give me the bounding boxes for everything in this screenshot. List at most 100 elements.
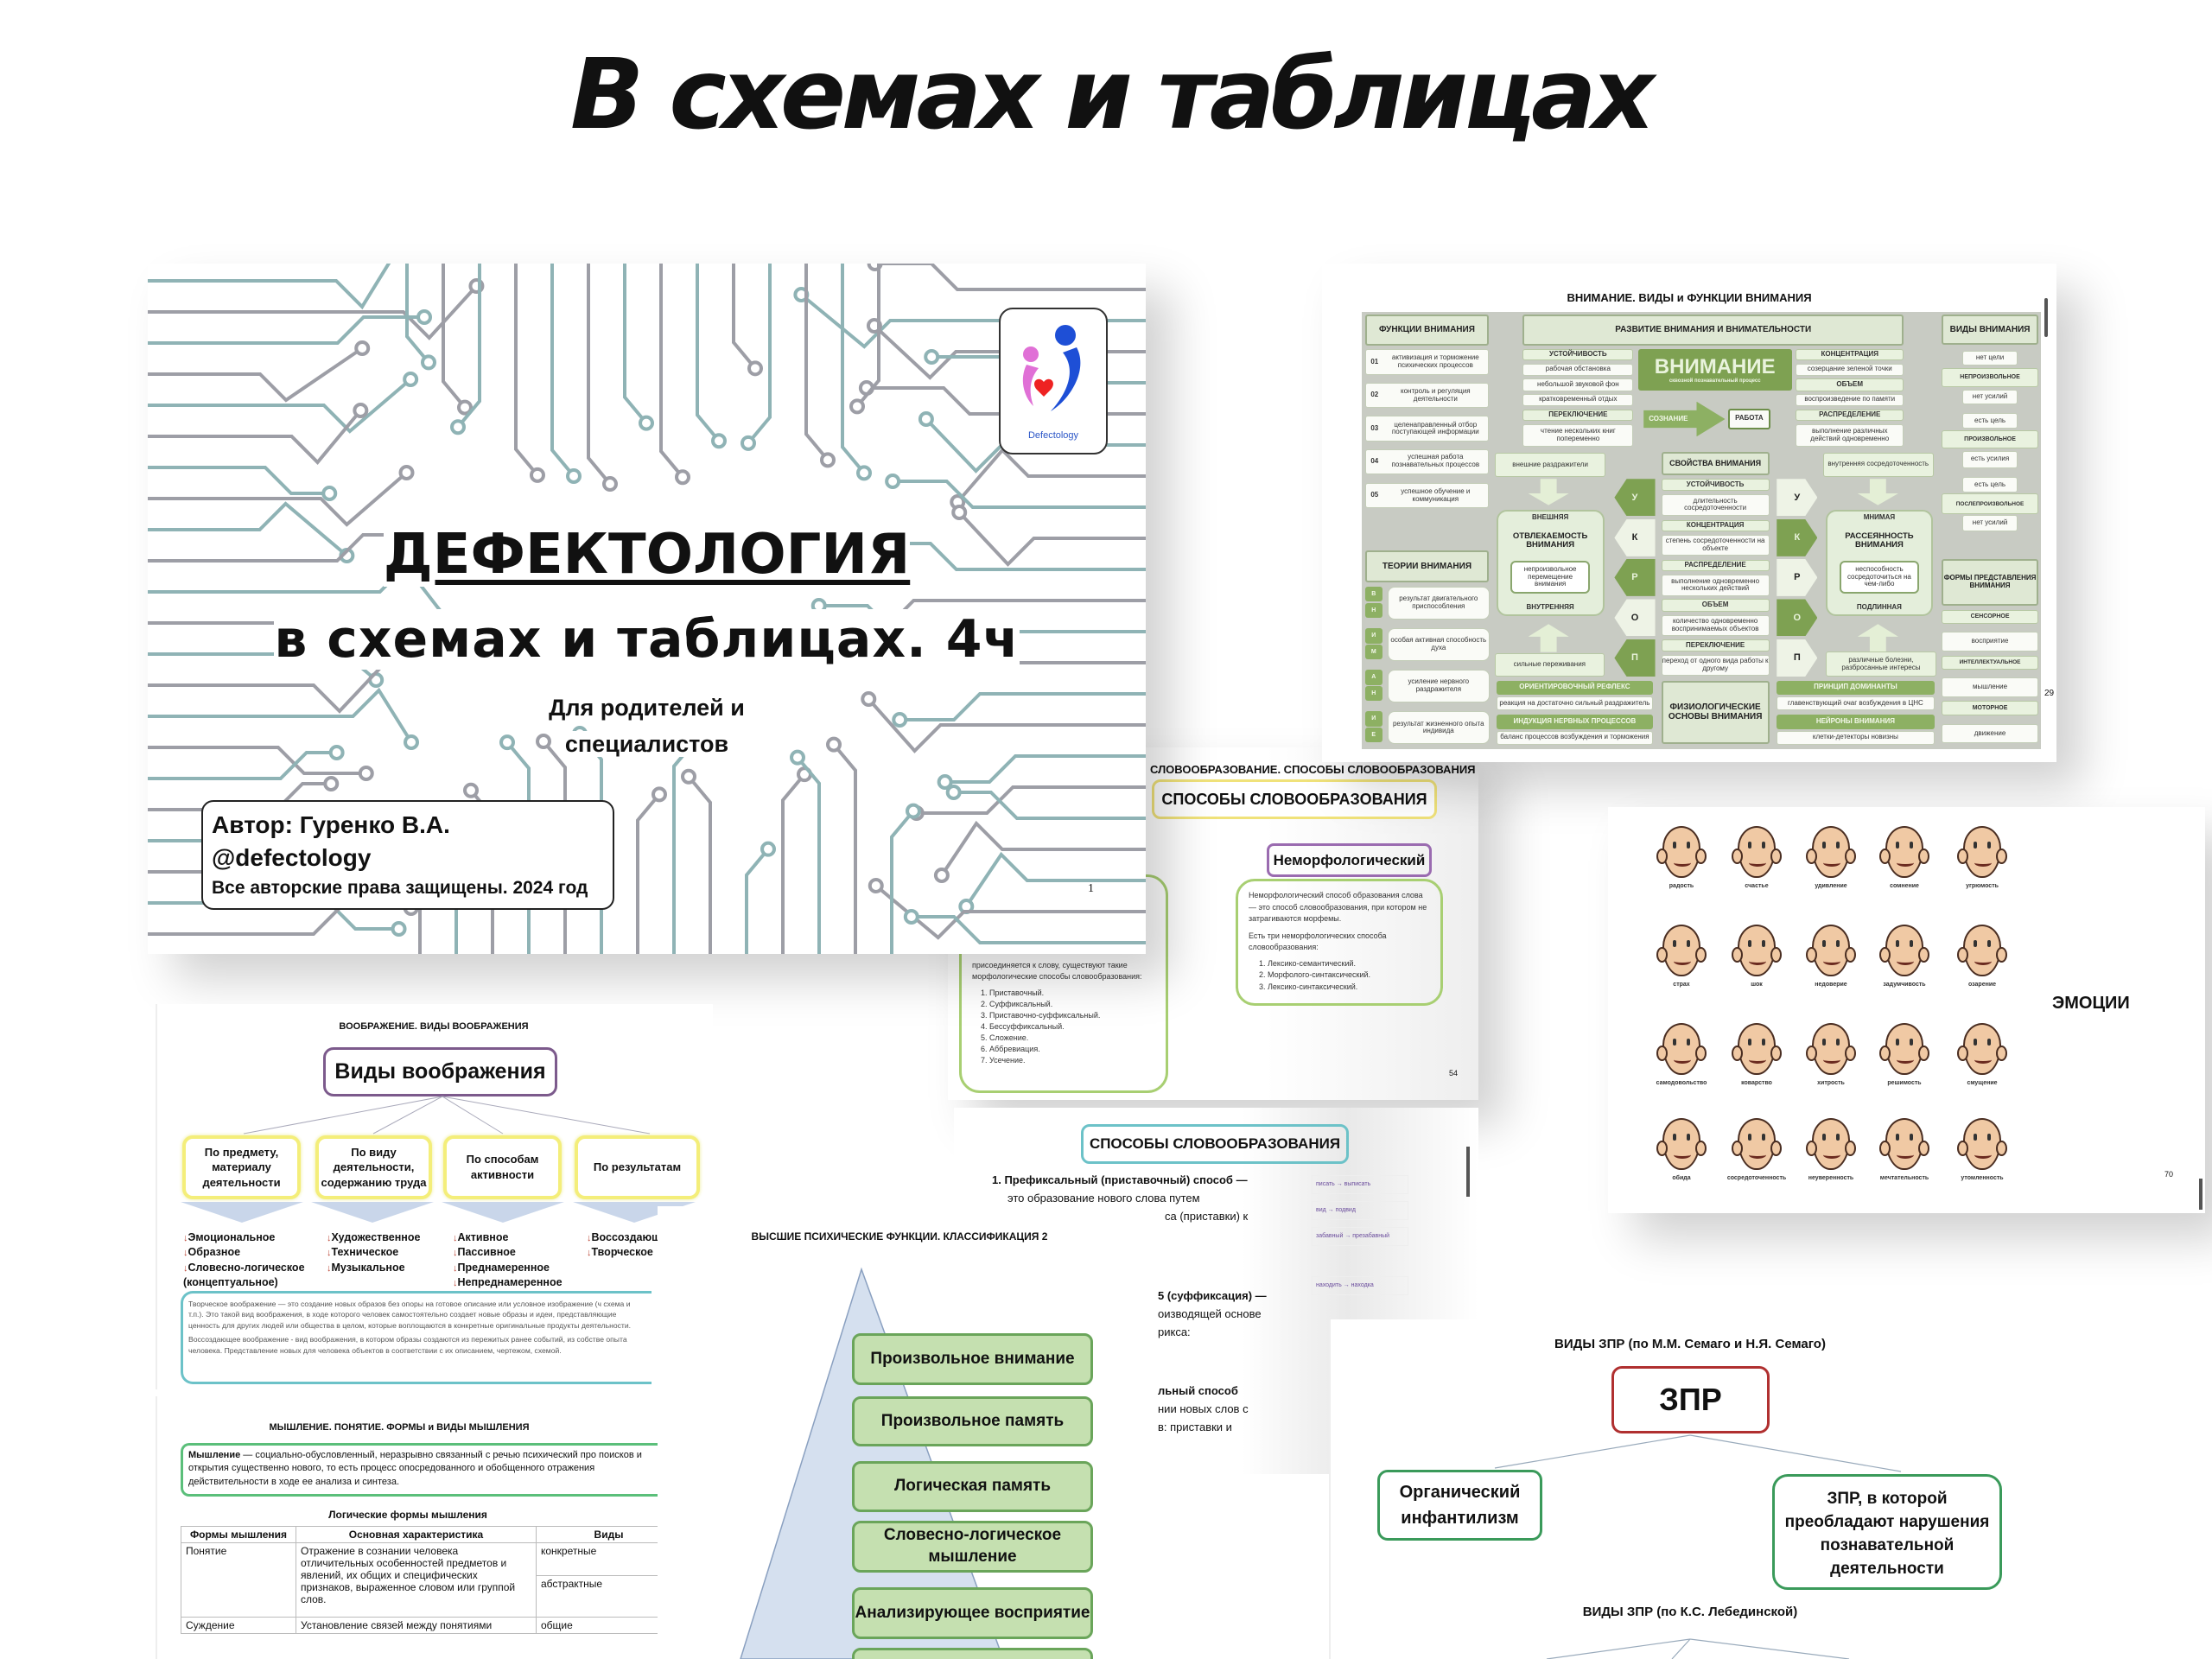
circuit-node (937, 774, 953, 790)
audience-line: Для родителей и (549, 695, 745, 721)
distractibility-title: ОТВЛЕКАЕМОСТЬ ВНИМАНИЯ (1512, 531, 1588, 550)
emotion-label: задумчивость (1883, 982, 1926, 988)
form-note: восприятие (1942, 631, 2038, 652)
absentmindedness-desc: неспособность сосредоточиться на чем-либ… (1840, 560, 1919, 594)
dev-item: небольшой звуковой фон (1522, 378, 1634, 391)
circuit-trace (148, 264, 391, 310)
emotion-label: хитрость (1817, 1080, 1845, 1086)
properties-header: СВОЙСТВА ВНИМАНИЯ (1661, 451, 1770, 476)
page-imagination: ВООБРАЖЕНИЕ. ВИДЫ ВООБРАЖЕНИЯ Виды вообр… (156, 1004, 713, 1389)
emotion-face (1957, 1118, 2007, 1170)
circuit-trace (514, 264, 539, 477)
circuit-node (639, 415, 654, 431)
cover-audience: Для родителей и специалистов (148, 690, 1146, 762)
theory-item: усиление нервного раздражителя (1387, 670, 1490, 702)
emotions-title: ЭМОЦИИ (2052, 994, 2130, 1013)
circuit-trace (874, 264, 1146, 291)
type-note: нет усилий (1961, 514, 2018, 531)
property-name: ОБЪЕМ (1661, 599, 1770, 612)
circuit-node (681, 768, 696, 785)
function-text: целенаправленный отбор поступающей инфор… (1391, 420, 1479, 436)
kind-cell: общие (536, 1617, 660, 1634)
column-header: Основная характеристика (296, 1526, 537, 1543)
emotion-label: счастье (1745, 883, 1769, 889)
circuit-node (404, 734, 420, 750)
root-box: Виды воображения (323, 1047, 557, 1096)
pyramid-level: Анализирующее восприятие (852, 1587, 1093, 1639)
circuit-trace (944, 754, 1146, 784)
internal-focus: внутренняя сосредоточенность (1822, 452, 1934, 477)
emotion-face (1806, 826, 1856, 878)
item1-text: са (приставки) к (1165, 1210, 1249, 1223)
scrollbar[interactable] (2044, 298, 2048, 337)
nonmorph-box: Неморфологический способ образования сло… (1236, 879, 1443, 1006)
cover-subtitle-text: в схемах и таблицах. 4ч (274, 609, 1020, 670)
emotion-face (1879, 925, 1929, 976)
circuit-trace (148, 658, 390, 714)
arrow-down-icon (1857, 479, 1898, 505)
function-text: успешное обучение и коммуникация (1401, 486, 1471, 503)
definition-box: Мышление — социально-обусловленный, нера… (181, 1443, 660, 1497)
theories-header: ТЕОРИИ ВНИМАНИЯ (1364, 550, 1489, 582)
function-num: 01 (1370, 357, 1379, 365)
form-cell: Суждение (181, 1617, 296, 1634)
item1-title: 1. Префиксальный (приставочный) способ — (992, 1173, 1248, 1186)
list-item: Активное (453, 1230, 563, 1245)
circuit-node (321, 486, 338, 501)
circuit-trace (636, 793, 661, 954)
dev-item: кратковременный отдых (1522, 393, 1634, 406)
emotion-label: страх (1673, 982, 1690, 988)
circuit-node (652, 786, 667, 803)
page-title: ВООБРАЖЕНИЕ. ВИДЫ ВООБРАЖЕНИЯ (339, 1021, 529, 1032)
circuit-trace (623, 264, 648, 424)
category-list: Художественное Техническое Музыкальное (327, 1230, 421, 1275)
cover-title-text: ДЕФЕКТОЛОГИЯ (383, 523, 911, 587)
scrollbar[interactable] (1466, 1147, 1470, 1197)
scrollbar[interactable] (2199, 1179, 2202, 1210)
page-title: МЫШЛЕНИЕ. ПОНЯТИЕ. ФОРМЫ и ВИДЫ МЫШЛЕНИЯ (269, 1422, 530, 1433)
list-item: Техническое (327, 1245, 420, 1260)
distractibility-desc: непроизвольное перемещение внимания (1510, 560, 1591, 594)
emotion-face (1879, 826, 1929, 878)
type-name: ПРОИЗВОЛЬНОЕ (1942, 429, 2038, 449)
circuit-trace (587, 264, 612, 486)
form-name: СЕНСОРНОЕ (1942, 610, 2038, 625)
circuit-trace (659, 264, 684, 479)
consciousness-arrow: СОЗНАНИЕ (1643, 401, 1726, 437)
type-note: нет цели (1961, 350, 2018, 366)
circuit-trace (804, 264, 830, 461)
list-item: Художественное (327, 1230, 421, 1245)
chevron-left: П (1614, 639, 1656, 677)
emotion-face (1732, 1118, 1782, 1170)
column-header: Формы мышления (181, 1526, 296, 1543)
pyramid-level (852, 1648, 1093, 1659)
circuit-node (945, 785, 962, 800)
example: писать → выписать (1312, 1175, 1408, 1194)
list-item: 7. Усечение. (981, 1056, 1026, 1065)
page-attention: ВНИМАНИЕ. ВИДЫ и ФУНКЦИИ ВНИМАНИЯ ФУНКЦИ… (1322, 264, 2056, 762)
theory-letter-badge: Е (1364, 728, 1382, 743)
circuit-node (760, 841, 776, 857)
strong-emotions: сильные переживания (1495, 653, 1605, 677)
list-item: Непреднамеренное (453, 1275, 563, 1290)
chevron-left: О (1614, 599, 1656, 637)
collection-heading: В схемах и таблицах (570, 39, 1655, 151)
circuit-node (499, 734, 515, 751)
type-note: есть усилия (1961, 450, 2018, 468)
category-box: По способам активности (443, 1135, 562, 1199)
nonmorph-text2: Есть три неморфологических способа слово… (1249, 931, 1387, 952)
theory-letter-badge: В (1364, 587, 1382, 602)
item2-text: оизводящей основе (1158, 1307, 1262, 1320)
property-name: КОНЦЕНТРАЦИЯ (1661, 520, 1770, 531)
circuit-trace (747, 264, 772, 445)
circuit-node (951, 505, 968, 520)
circuit-trace (956, 448, 1146, 504)
physiology-item: баланс процессов возбуждения и торможени… (1496, 730, 1654, 745)
emotion-face (1879, 1023, 1929, 1075)
absentmindedness-bottom: ПОДЛИННАЯ (1856, 603, 1902, 612)
emotion-face (1656, 1118, 1707, 1170)
circuit-trace (148, 687, 413, 744)
